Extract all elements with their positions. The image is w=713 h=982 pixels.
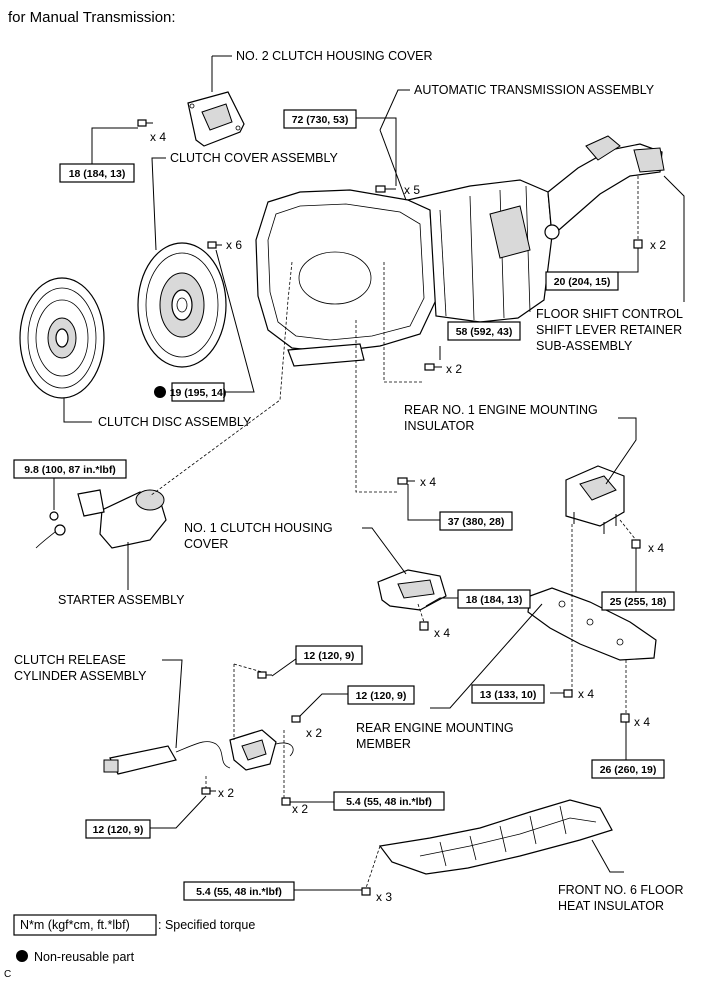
clutch-release-cylinder-part xyxy=(103,729,294,775)
bolt-12b xyxy=(291,715,301,723)
label-no1-clutch-housing-cover-1: NO. 1 CLUTCH HOUSING xyxy=(184,521,333,535)
torque-54a: 5.4 (55, 48 in.*lbf) xyxy=(346,796,432,808)
label-clutch-disc-assembly: CLUTCH DISC ASSEMBLY xyxy=(98,415,252,429)
transmission-assembly-part xyxy=(255,135,665,367)
nut-13 xyxy=(563,689,573,698)
torque-boxes: 18 (184, 13) 72 (730, 53) 20 (204, 15) 1… xyxy=(13,109,675,901)
bolt-26 xyxy=(620,713,630,723)
bolt-25 xyxy=(631,539,641,549)
bolt-58 xyxy=(424,363,442,371)
label-starter-assembly: STARTER ASSEMBLY xyxy=(58,593,185,607)
no1-clutch-housing-cover-part xyxy=(377,569,447,611)
label-floor-shift-2: SHIFT LEVER RETAINER xyxy=(536,323,682,337)
legend-nonreusable-text: Non-reusable part xyxy=(34,950,135,964)
label-clutch-release-cyl-1: CLUTCH RELEASE xyxy=(14,653,126,667)
legend-spec-box: N*m (kgf*cm, ft.*lbf) xyxy=(20,918,130,932)
bolt-12c xyxy=(201,787,216,795)
quantity-labels: x 4 x 5 x 6 x 2 x 2 x 4 x 4 x 4 x 2 x 4 … xyxy=(150,130,666,904)
label-rear-engine-mount-member-1: REAR ENGINE MOUNTING xyxy=(356,721,514,735)
label-rear-no1-mount-2: INSULATOR xyxy=(404,419,474,433)
corner-mark: C xyxy=(4,969,11,980)
qty-72: x 5 xyxy=(404,183,420,197)
qty-37: x 4 xyxy=(420,475,436,489)
torque-54b: 5.4 (55, 48 in.*lbf) xyxy=(196,886,282,898)
label-front-no6-heat-1: FRONT NO. 6 FLOOR xyxy=(558,883,683,897)
torque-12a: 12 (120, 9) xyxy=(304,650,355,662)
torque-72: 72 (730, 53) xyxy=(292,114,349,126)
label-floor-shift-1: FLOOR SHIFT CONTROL xyxy=(536,307,683,321)
torque-58: 58 (592, 43) xyxy=(456,326,513,338)
bolt-72 xyxy=(375,185,396,193)
qty-58: x 2 xyxy=(446,362,462,376)
bolt-18b xyxy=(419,621,429,631)
bolt-clutch-cover xyxy=(207,241,222,249)
qty-18b: x 4 xyxy=(434,626,450,640)
diagram-heading: for Manual Transmission: xyxy=(8,9,176,26)
no2-clutch-housing-cover-part xyxy=(187,91,245,147)
front-no6-floor-heat-insulator-part xyxy=(378,799,613,875)
torque-25: 25 (255, 18) xyxy=(610,596,667,608)
rear-no1-engine-mount-insulator-part xyxy=(565,465,625,534)
torque-20: 20 (204, 15) xyxy=(554,276,611,288)
part-labels: NO. 2 CLUTCH HOUSING COVER AUTOMATIC TRA… xyxy=(14,49,683,913)
legend: N*m (kgf*cm, ft.*lbf) : Specified torque… xyxy=(4,914,255,980)
label-no1-clutch-housing-cover-2: COVER xyxy=(184,537,228,551)
qty-26: x 4 xyxy=(634,715,650,729)
qty-20: x 2 xyxy=(650,238,666,252)
clutch-disc-assembly-part xyxy=(19,277,105,399)
legend-spec-text: : Specified torque xyxy=(158,918,255,932)
bolt-37 xyxy=(397,477,415,485)
nonreusable-dot-19 xyxy=(154,386,166,398)
qty-cover2: x 4 xyxy=(150,130,166,144)
torque-13: 13 (133, 10) xyxy=(480,689,537,701)
torque-19: 19 (195, 14) xyxy=(170,387,227,399)
qty-12c: x 2 xyxy=(218,786,234,800)
label-rear-no1-mount-1: REAR NO. 1 ENGINE MOUNTING xyxy=(404,403,598,417)
starter-assembly-part xyxy=(35,489,167,549)
nut-54b xyxy=(361,887,371,896)
label-rear-engine-mount-member-2: MEMBER xyxy=(356,737,411,751)
bolt-20 xyxy=(633,239,643,249)
clutch-cover-assembly-part xyxy=(137,242,227,368)
label-automatic-transmission-assembly: AUTOMATIC TRANSMISSION ASSEMBLY xyxy=(414,83,655,97)
torque-26: 26 (260, 19) xyxy=(600,764,657,776)
torque-12c: 12 (120, 9) xyxy=(93,824,144,836)
label-no2-clutch-housing-cover: NO. 2 CLUTCH HOUSING COVER xyxy=(236,49,433,63)
qty-54b: x 3 xyxy=(376,890,392,904)
qty-clutch-cover: x 6 xyxy=(226,238,242,252)
label-front-no6-heat-2: HEAT INSULATOR xyxy=(558,899,664,913)
rear-engine-mounting-member-part xyxy=(527,587,657,661)
label-floor-shift-3: SUB-ASSEMBLY xyxy=(536,339,633,353)
torque-98: 9.8 (100, 87 in.*lbf) xyxy=(24,464,116,476)
label-clutch-release-cyl-2: CYLINDER ASSEMBLY xyxy=(14,669,147,683)
bolt-cover2 xyxy=(137,119,153,127)
legend-nonreusable-dot xyxy=(16,950,28,962)
label-clutch-cover-assembly: CLUTCH COVER ASSEMBLY xyxy=(170,151,339,165)
qty-54a: x 2 xyxy=(292,802,308,816)
torque-18b: 18 (184, 13) xyxy=(466,594,523,606)
qty-25: x 4 xyxy=(648,541,664,555)
torque-12b: 12 (120, 9) xyxy=(356,690,407,702)
torque-18a: 18 (184, 13) xyxy=(69,168,126,180)
qty-12b: x 2 xyxy=(306,726,322,740)
bolt-12a xyxy=(257,671,272,679)
qty-13: x 4 xyxy=(578,687,594,701)
nut-54a xyxy=(281,797,291,806)
torque-37: 37 (380, 28) xyxy=(448,516,505,528)
